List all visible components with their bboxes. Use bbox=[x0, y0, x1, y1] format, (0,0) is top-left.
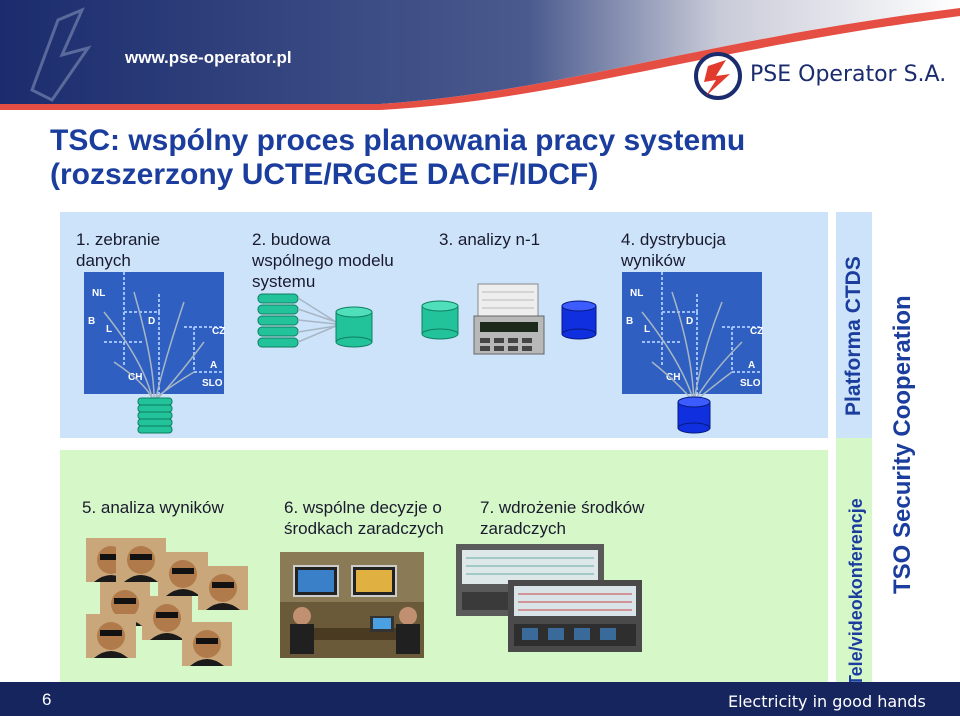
svg-text:A: A bbox=[748, 360, 755, 371]
database-blue-icon bbox=[561, 300, 597, 340]
database-stack-icon bbox=[137, 397, 173, 434]
control-room-photo bbox=[508, 580, 642, 652]
videoconference-label: Tele/videokonferencje bbox=[846, 498, 866, 686]
svg-text:NL: NL bbox=[630, 288, 643, 299]
footer-slogan: Electricity in good hands bbox=[728, 692, 926, 711]
step-6-meeting-photo bbox=[280, 552, 424, 658]
brand-name: PSE Operator S.A. bbox=[750, 62, 947, 87]
step-3-analysis-illustration bbox=[421, 283, 597, 355]
page-title: TSC: wspólny proces planowania pracy sys… bbox=[50, 124, 930, 192]
title-line-2: (rozszerzony UCTE/RGCE DACF/IDCF) bbox=[50, 158, 599, 191]
footer-bar bbox=[0, 682, 960, 716]
svg-text:B: B bbox=[88, 316, 95, 327]
operator-face-icon bbox=[86, 614, 136, 658]
pse-logo-icon bbox=[694, 52, 742, 100]
step-1-map-illustration: NL B L D CZ A CH SLO bbox=[84, 272, 225, 434]
step-5-operators-illustration bbox=[86, 538, 248, 666]
step-4-map-illustration: NL B L D CZ A CH SLO bbox=[622, 272, 763, 434]
database-stack-icon bbox=[257, 293, 299, 348]
header-banner bbox=[0, 0, 960, 110]
svg-text:L: L bbox=[644, 324, 650, 335]
website-url[interactable]: www.pse-operator.pl bbox=[125, 48, 292, 67]
step-3-label: 3. analizy n-1 bbox=[439, 230, 541, 249]
platform-ctds-label: Platforma CTDS bbox=[842, 256, 865, 416]
title-line-1: TSC: wspólny proces planowania pracy sys… bbox=[50, 124, 746, 157]
database-icon bbox=[335, 306, 373, 348]
step-2-model-illustration bbox=[257, 293, 373, 348]
side-band-blue bbox=[836, 212, 872, 438]
step-7-control-room-photos bbox=[456, 544, 642, 652]
calculator-icon bbox=[473, 283, 545, 355]
svg-text:A: A bbox=[210, 360, 217, 371]
operator-face-icon bbox=[182, 622, 232, 666]
svg-text:B: B bbox=[626, 316, 633, 327]
page-number: 6 bbox=[42, 690, 52, 709]
svg-text:CZ: CZ bbox=[750, 326, 763, 337]
svg-text:SLO: SLO bbox=[740, 378, 761, 389]
step-5-label: 5. analiza wyników bbox=[82, 498, 224, 517]
svg-text:CZ: CZ bbox=[212, 326, 225, 337]
database-icon bbox=[421, 300, 459, 340]
database-blue-icon bbox=[677, 396, 711, 434]
map-label-nl: NL bbox=[92, 288, 105, 299]
svg-text:D: D bbox=[686, 316, 693, 327]
svg-text:CH: CH bbox=[666, 372, 680, 383]
svg-text:SLO: SLO bbox=[202, 378, 223, 389]
tso-security-cooperation-label: TSO Security Cooperation bbox=[889, 295, 916, 594]
operator-face-icon bbox=[198, 566, 248, 610]
svg-text:D: D bbox=[148, 316, 155, 327]
svg-text:L: L bbox=[106, 324, 112, 335]
